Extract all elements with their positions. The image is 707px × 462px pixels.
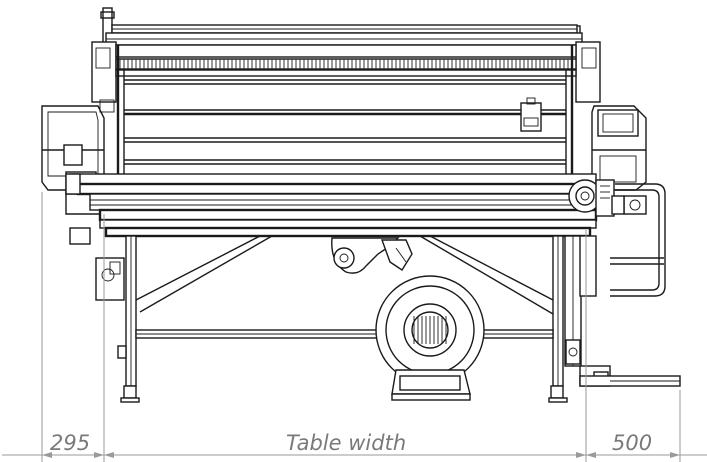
dimension-left-label: 295 — [50, 431, 90, 455]
foot-pedal — [579, 365, 681, 387]
right-side-housing — [591, 105, 647, 191]
fan-grill — [413, 316, 447, 344]
top-roller-assembly — [91, 7, 601, 103]
blower-fan — [331, 237, 485, 401]
dimension-lines — [2, 192, 707, 462]
upper-frame — [116, 45, 574, 175]
comb-teeth — [119, 59, 573, 69]
leg-structure — [69, 227, 597, 403]
main-table-beam — [65, 173, 625, 238]
dimension-right-label: 500 — [612, 431, 652, 455]
dimension-table-width-label: Table width — [286, 431, 406, 455]
